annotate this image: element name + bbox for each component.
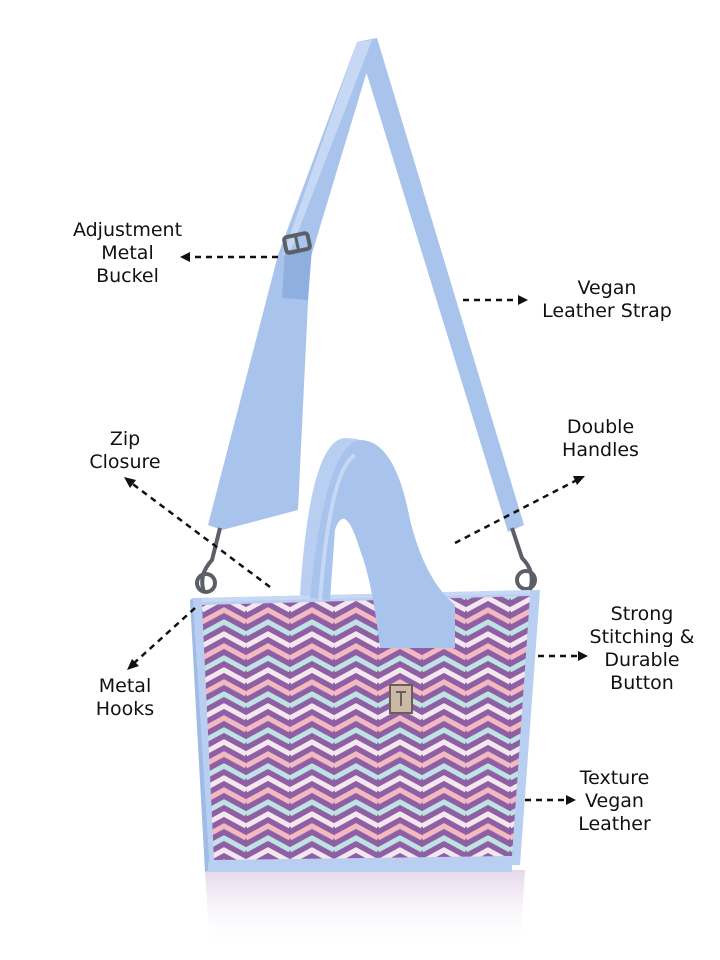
label-vegan-leather-strap: Vegan Leather Strap [542,277,672,322]
label-metal-hooks: Metal Hooks [95,675,155,720]
callout-arrows [129,255,580,802]
adjustment-buckle [282,231,312,255]
label-double-handles: Double Handles [562,416,639,461]
arrow-handles [454,478,578,545]
label-zip-closure: Zip Closure [89,428,161,473]
label-texture-vegan-leather: Texture Vegan Leather [578,767,651,835]
shoulder-strap [208,38,524,532]
arrow-zip [129,481,271,588]
arrowheads [124,252,588,805]
label-strong-stitching: Strong Stitching & Durable Button [589,603,695,694]
floor-reflection [205,870,525,950]
bag-body [190,590,540,872]
metal-hooks [195,527,537,594]
front-handle [310,440,455,648]
arrow-hooks [132,607,196,665]
logo-button [389,684,413,714]
label-adjustment-buckle: Adjustment Metal Buckel [72,219,183,287]
